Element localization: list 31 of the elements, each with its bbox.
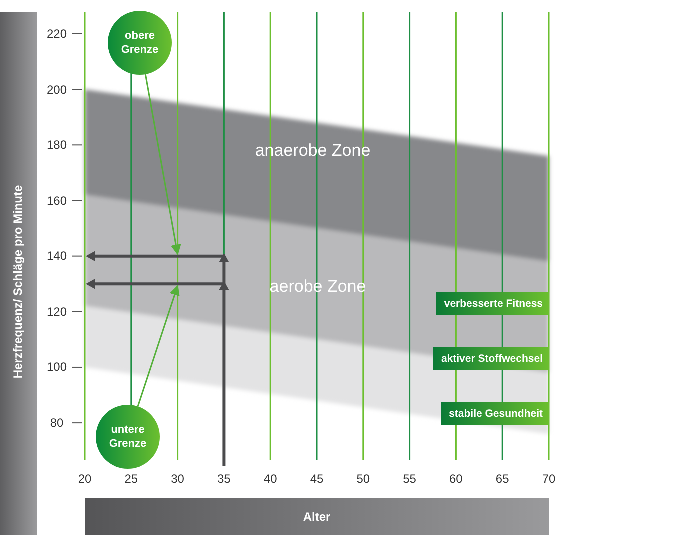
axis-title: Herzfrequenz/ Schläge pro Minute (11, 185, 25, 379)
leader-arrow (144, 74, 182, 256)
tick-label: 100 (46, 360, 68, 374)
tick-label: 60 (450, 472, 463, 486)
zone-tag (433, 347, 549, 370)
tick-label: 80 (50, 416, 64, 430)
tag-text: stabile Gesundheit (449, 408, 543, 420)
tick-label: 65 (496, 472, 510, 486)
tick-label: 25 (124, 472, 138, 486)
tick-label: 20 (78, 472, 92, 486)
tick-label: 140 (46, 249, 68, 264)
tick-label: 45 (310, 472, 324, 486)
tick-label: 70 (542, 472, 556, 486)
tag-text: verbesserte Fitness (444, 298, 543, 310)
tick-label: 35 (218, 472, 231, 486)
tick-label: 120 (46, 304, 68, 319)
tick-label: 220 (46, 27, 68, 41)
tag-text: aktiver Stoffwechsel (441, 352, 543, 364)
zone-tag (441, 402, 549, 425)
callout-text: obere Grenze (120, 28, 160, 58)
tick-label: 160 (46, 194, 68, 208)
tick-label: 55 (403, 472, 416, 486)
zone-tag (436, 292, 549, 315)
tick-label: 40 (264, 472, 278, 486)
tick-label: 200 (46, 82, 68, 97)
tick-label: 30 (171, 472, 184, 486)
leader-arrow (137, 285, 180, 407)
tick-label: 180 (46, 138, 68, 152)
axis-title: Alter (303, 510, 331, 524)
tick-label: 50 (356, 472, 370, 486)
callout-text: untere Grenze (108, 422, 148, 452)
